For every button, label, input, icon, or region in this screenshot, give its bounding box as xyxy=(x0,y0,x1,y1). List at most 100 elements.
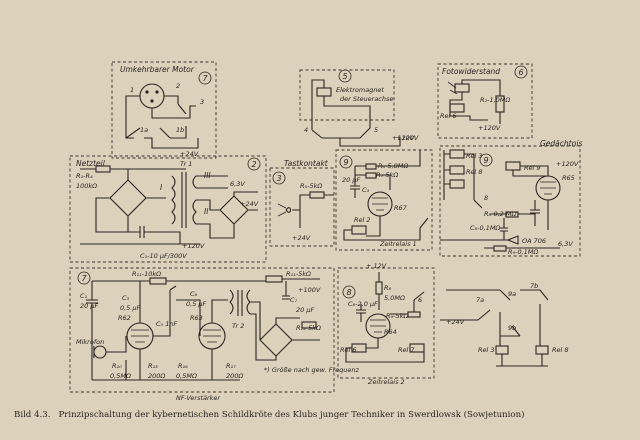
timer1-block: 9 R₆-5,0MΩ R₅-5kΩ 20 µF C₃ R67 Rel 2 Zei… xyxy=(335,134,433,251)
memory-relay-9: Rel 9 xyxy=(524,164,541,172)
amplifier-note: *) Größe nach gew. Frequenz xyxy=(264,366,359,374)
timer1-supply: +120V xyxy=(396,134,419,142)
photoresistor-title: Fotowiderstand xyxy=(442,67,500,76)
motor-terminal-3: 3 xyxy=(200,98,204,106)
motor-title: Umkehrbarer Motor xyxy=(120,65,195,74)
amplifier-supply-wiring xyxy=(252,278,320,300)
amplifier-ra: R₁₁-5kΩ xyxy=(286,270,311,278)
timer2-block: 8 + 12V R₈ 5,0MΩ C₈-2,0 µF R₉-5kΩ 6 R64 … xyxy=(337,262,435,386)
bridge-diodes-icon xyxy=(118,183,138,213)
motor-block-number-circle xyxy=(198,71,212,85)
photoresistor-supply: +120V xyxy=(478,124,501,132)
timer2-r8-resistor xyxy=(375,281,383,295)
motor-terminal-1b: 1b xyxy=(176,126,184,134)
logic-contact-7b: 7b xyxy=(530,282,538,290)
amplifier-c5: C₇ xyxy=(290,296,298,304)
touch-contact-number: 3 xyxy=(277,174,282,183)
memory-supply: +120V xyxy=(556,160,579,168)
timer2-frame xyxy=(337,267,435,379)
photoresistor-number: 6 xyxy=(519,68,524,77)
timer1-relay-coil xyxy=(351,225,367,235)
photoresistor-element-icon xyxy=(454,83,470,93)
power-supply-number: 2 xyxy=(252,160,257,169)
light-arrows-icon xyxy=(447,81,458,95)
motor-terminal-2: 2 xyxy=(176,82,180,90)
timer2-relay-7: Rel 7 xyxy=(398,346,415,354)
figure-caption: Bild 4.3.Prinzipschaltung der kybernetis… xyxy=(14,410,634,420)
memory-r9-resistor xyxy=(493,245,507,252)
amplifier-c1: C₁ xyxy=(80,292,88,300)
amplifier-c5-value: 20 µF xyxy=(296,306,314,314)
motor-pin-icon xyxy=(145,90,149,94)
electromagnet-supply: +120V xyxy=(392,134,415,142)
electromagnet-wiring xyxy=(311,79,401,147)
logic-contact-wiring xyxy=(440,289,549,346)
amplifier-bridge-wiring xyxy=(250,301,320,361)
memory-diode-label: OA 706 xyxy=(522,237,546,245)
timer1-frame xyxy=(335,149,433,251)
timer1-r6-resistor xyxy=(365,163,377,170)
electromagnet-contact-5: 5 xyxy=(374,126,378,134)
amplifier-rd: R₁₃ xyxy=(148,362,158,370)
logic-relay-3-coil xyxy=(495,345,509,355)
memory-number: 9 xyxy=(484,156,489,165)
memory-relay-wiring xyxy=(443,150,483,209)
memory-tube-wiring xyxy=(512,165,549,230)
bridge-2-wiring xyxy=(196,191,258,239)
memory-r9: R₉-0,1MΩ xyxy=(508,248,538,256)
touch-contact-frame xyxy=(269,167,335,247)
electromagnet-title-1: Elektromagnet xyxy=(336,86,384,94)
timer2-r8: R₈ xyxy=(384,284,392,292)
memory-relay-9-coil xyxy=(505,161,521,171)
amplifier-supply: +100V xyxy=(298,286,321,294)
amplifier-rf: R₁₇ xyxy=(226,362,236,370)
timer1-tube-grids-icon xyxy=(372,197,388,211)
timer2-r8-value: 5,0MΩ xyxy=(384,294,405,302)
amplifier-rb-resistor xyxy=(301,321,317,329)
timer2-title: Zeitrelais 2 xyxy=(367,378,405,386)
memory-title: Gedächtnis xyxy=(540,139,582,148)
memory-frame xyxy=(439,145,581,257)
timer1-r5-resistor xyxy=(365,172,377,179)
winding-II: II xyxy=(204,207,209,216)
timer2-number: 8 xyxy=(347,288,352,297)
amplifier-re-value: 0,5MΩ xyxy=(176,372,197,380)
electromagnet-contact-4: 4 xyxy=(304,126,308,134)
timer2-relay-6: Rel 6 xyxy=(340,346,357,354)
memory-relay-3-coil xyxy=(449,149,465,159)
motor-pin-icon xyxy=(150,99,154,103)
motor-supply: +24V xyxy=(180,150,199,158)
electromagnet-number-circle xyxy=(338,69,352,83)
power-supply-hv-out: +120V xyxy=(182,242,205,250)
timer2-tube-label: R64 xyxy=(384,328,397,336)
filter-cap-icon xyxy=(120,226,200,245)
amplifier-number: 7 xyxy=(82,274,88,283)
figure-number: Bild 4.3. xyxy=(14,410,51,420)
power-supply-cap: C₁-10 µF/300V xyxy=(140,252,187,260)
amplifier-number-circle xyxy=(77,271,91,285)
power-supply-dc-out: +24V xyxy=(240,200,259,208)
logic-block: 7a 9a 7b 9b +24V Rel 3 Rel 8 xyxy=(440,282,569,367)
transformer-label: Tr 1 xyxy=(180,160,192,168)
photoresistor-wiring xyxy=(449,79,501,121)
power-supply-block: Netzteil 2 R₁-R₄ 100kΩ I Tr 1 III II 6,3… xyxy=(69,155,267,263)
timer2-supply: + 12V xyxy=(366,262,387,270)
electromagnet-title-2: der Steuerachse xyxy=(340,95,393,103)
touch-sensor-icon xyxy=(277,203,287,217)
amplifier-block: 7 R₁₁-10kΩ C₁ 20 µF C₃ 0,5 µF R62 C₅ 1nF… xyxy=(69,267,359,402)
power-supply-title: Netzteil xyxy=(76,159,106,168)
timer2-relay-7-coil xyxy=(409,343,425,353)
winding-I: I xyxy=(160,183,163,192)
amplifier-c2: C₃ xyxy=(122,294,130,302)
touch-contact-resistor-label: R₅-5kΩ xyxy=(300,182,322,190)
timer1-number-circle xyxy=(339,155,353,169)
photoresistor-number-circle xyxy=(514,65,528,79)
amplifier-tube-1-grids-icon xyxy=(131,329,149,343)
power-supply-ac-out: 6,3V xyxy=(230,180,245,188)
amplifier-c3: C₅ 1nF xyxy=(156,320,177,328)
touch-contact-block: Tastkontakt 3 R₅-5kΩ +24V xyxy=(269,159,335,247)
amplifier-frame xyxy=(69,267,335,393)
amplifier-rc-value: 0,5MΩ xyxy=(110,372,131,380)
timer2-number-circle xyxy=(342,285,356,299)
